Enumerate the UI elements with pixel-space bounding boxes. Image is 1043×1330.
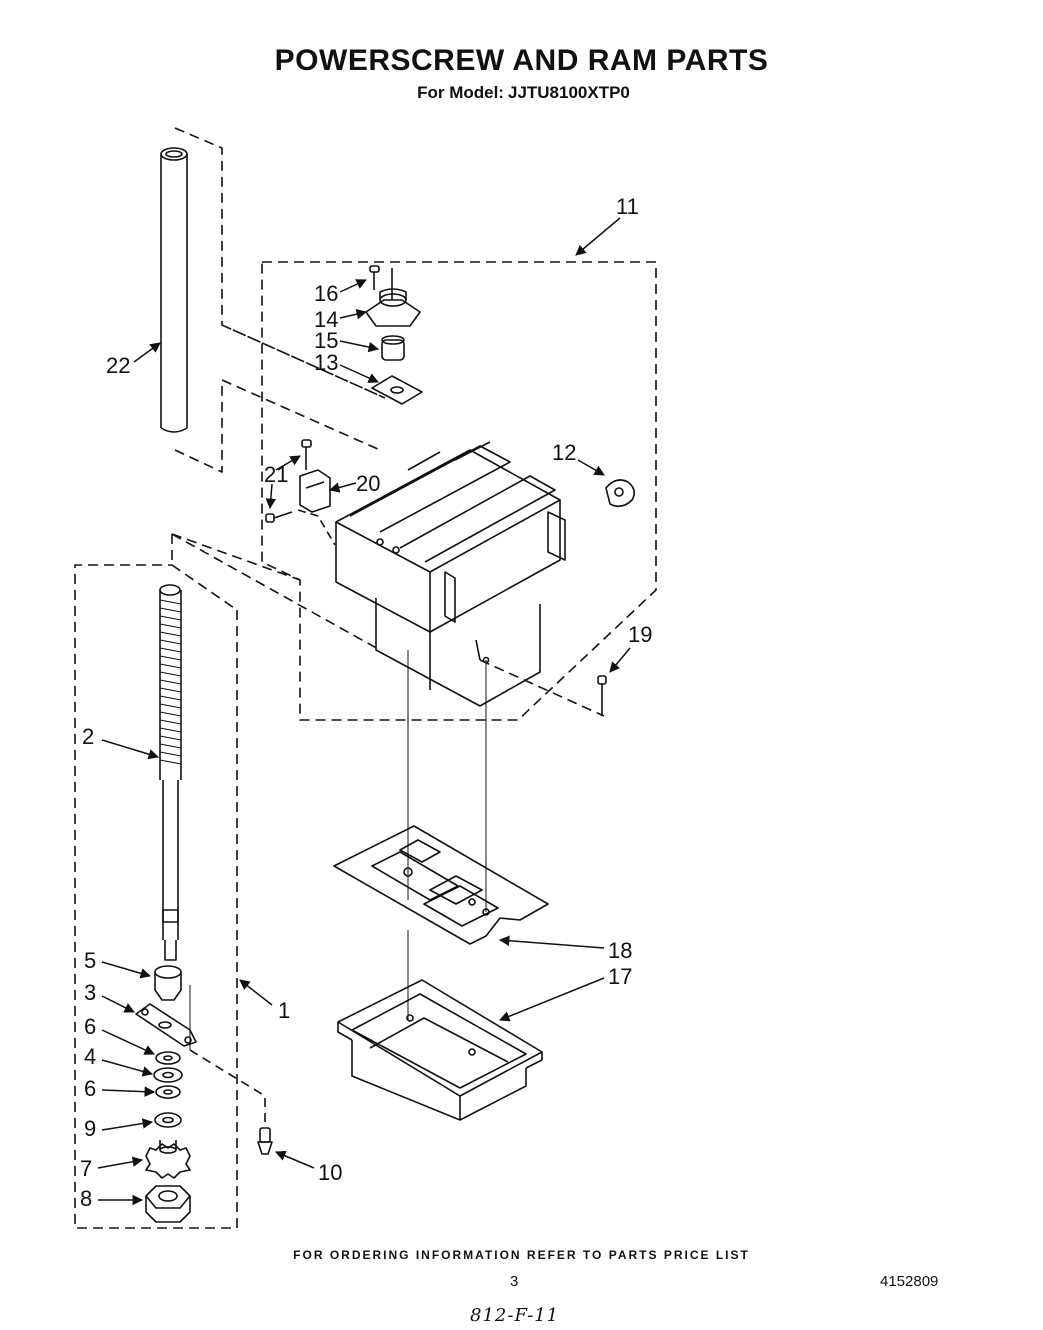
callout-7: 7 [80, 1156, 92, 1181]
callout-11: 11 [616, 194, 639, 219]
leader-6a [101, 1029, 155, 1055]
callout-2: 2 [82, 724, 94, 749]
part-3-plate [135, 1003, 197, 1047]
callout-4: 4 [84, 1044, 96, 1069]
leader-3 [101, 995, 135, 1013]
callout-21: 21 [264, 462, 288, 487]
callout-6-upper: 6 [84, 1014, 96, 1039]
page-number: 3 [510, 1273, 519, 1290]
callout-3: 3 [84, 980, 96, 1005]
part-6-washer-bottom [155, 1085, 181, 1099]
leader-15 [339, 340, 380, 353]
document-number: 4152809 [880, 1273, 939, 1290]
leader-22 [133, 342, 161, 363]
page-title: POWERSCREW AND RAM PARTS [274, 44, 769, 77]
part-5-bushing [154, 965, 182, 1001]
leader-14 [339, 309, 368, 320]
part-6-washer-top [155, 1051, 181, 1065]
leader-18 [498, 935, 605, 949]
leader-9 [101, 1118, 154, 1131]
callout-15: 15 [314, 328, 338, 353]
leader-12 [577, 459, 605, 476]
part-17-tray [337, 979, 543, 1121]
handwritten-note: 812-F-11 [470, 1305, 560, 1326]
leader-19 [609, 647, 631, 673]
callout-19: 19 [628, 622, 652, 647]
callout-6-lower: 6 [84, 1076, 96, 1101]
model-label: For Model: [417, 83, 504, 102]
callout-13: 13 [314, 350, 338, 375]
part-8-nut [145, 1185, 191, 1223]
leader-20 [328, 482, 357, 493]
part-12-clip [605, 479, 636, 508]
leader-16 [339, 279, 367, 293]
part-21-screws [265, 439, 312, 523]
leader-11 [575, 217, 621, 256]
assembly-1-outline [74, 564, 238, 1229]
callout-10: 10 [318, 1160, 342, 1185]
part-9-spacer [154, 1112, 182, 1128]
callout-20: 20 [356, 471, 380, 496]
ordering-note: FOR ORDERING INFORMATION REFER TO PARTS … [293, 1248, 750, 1262]
part-13-plate [371, 375, 423, 405]
callout-18: 18 [608, 938, 632, 963]
part-22-tube [160, 147, 188, 433]
callout-17: 17 [608, 964, 632, 989]
part-7-sprocket [145, 1140, 191, 1179]
leader-6b [101, 1086, 156, 1097]
leader-21b [265, 483, 277, 510]
callout-8: 8 [80, 1186, 92, 1211]
part-19-screw [597, 675, 607, 716]
part-2-power-screw [159, 584, 182, 961]
callout-9: 9 [84, 1116, 96, 1141]
callout-12: 12 [552, 440, 576, 465]
part-22-bracket [174, 127, 386, 473]
part-14-bearing-housing [365, 288, 421, 327]
callout-1: 1 [278, 998, 290, 1023]
assembly-11-outline [261, 261, 657, 721]
leader-7 [97, 1156, 144, 1169]
part-15-bushing [381, 335, 405, 361]
part-20-bracket [299, 469, 331, 513]
leader-4 [101, 1059, 154, 1077]
part-4-bearing [153, 1067, 183, 1083]
callout-16: 16 [314, 281, 338, 306]
leader-2 [101, 739, 160, 760]
model-subtitle: For Model:JJTU8100XTP0 [0, 83, 1043, 103]
callout-14: 14 [314, 307, 338, 332]
leader-5 [101, 961, 152, 979]
leader-1 [239, 979, 273, 1006]
ram-housing [335, 441, 566, 707]
part-18-gasket-plate [333, 825, 549, 945]
model-number: JJTU8100XTP0 [507, 83, 630, 102]
leader-21a [275, 455, 301, 471]
callout-22: 22 [106, 353, 130, 378]
leader-13 [339, 364, 379, 383]
callout-5: 5 [84, 948, 96, 973]
part-10-screw [257, 1127, 273, 1155]
leader-17 [499, 977, 605, 1022]
leader-10 [275, 1150, 315, 1169]
